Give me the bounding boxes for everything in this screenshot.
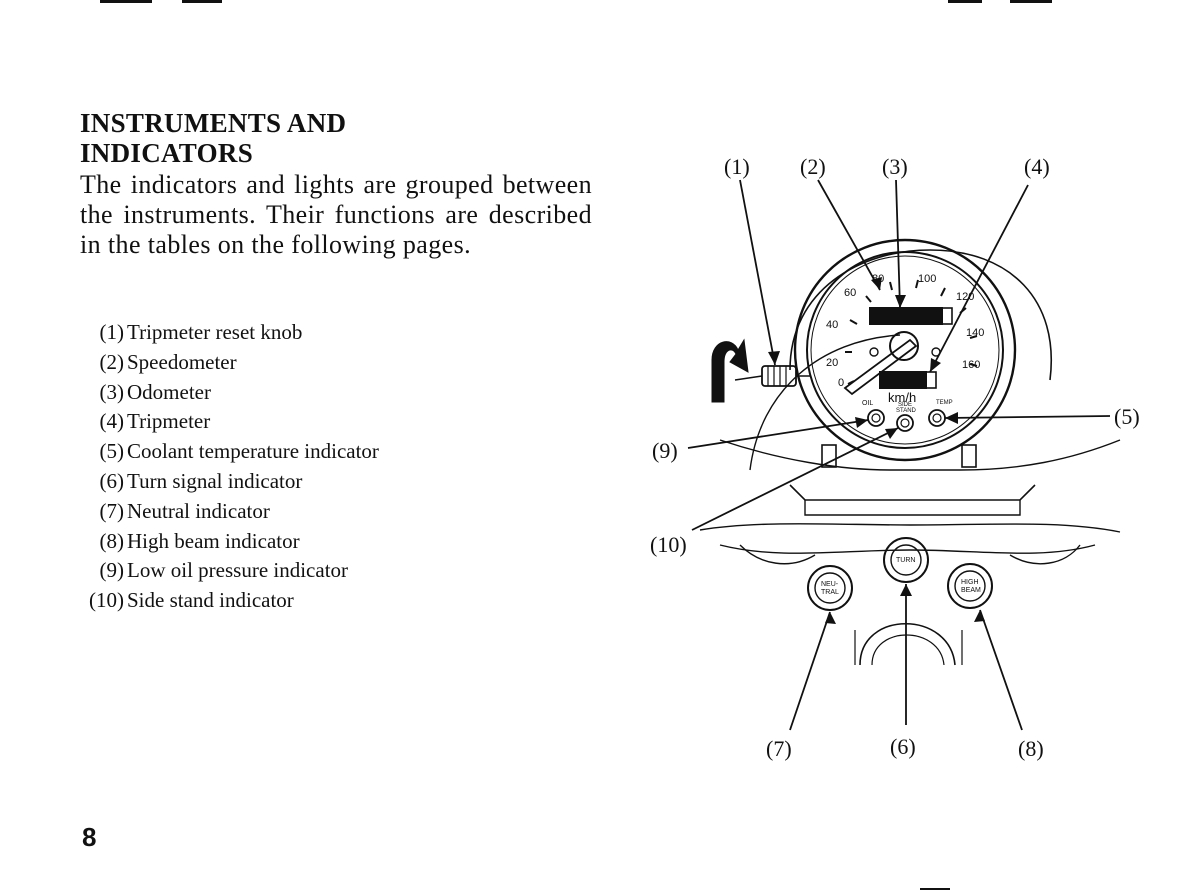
legend-number: (2) bbox=[99, 349, 125, 374]
instrument-diagram: 0 20 40 60 80 100 120 140 160 km/h OIL S… bbox=[640, 140, 1180, 780]
dial-label-160: 160 bbox=[962, 359, 980, 371]
legend-number: (8) bbox=[99, 528, 125, 553]
dial-label-80: 80 bbox=[872, 273, 884, 285]
legend-item: (8)High beam indicator bbox=[80, 527, 600, 557]
callout-10: (10) bbox=[650, 532, 687, 557]
legend-number: (4) bbox=[99, 409, 125, 434]
legend-number: (7) bbox=[99, 498, 125, 523]
legend-item: (3)Odometer bbox=[80, 378, 600, 408]
legend-item: (5)Coolant temperature indicator bbox=[80, 437, 600, 467]
dial-label-0: 0 bbox=[838, 377, 844, 389]
arrowheads bbox=[768, 277, 985, 624]
diagram-linework bbox=[699, 238, 1121, 666]
legend-item: (9)Low oil pressure indicator bbox=[80, 556, 600, 586]
page-number: 8 bbox=[82, 822, 97, 852]
callout-8: (8) bbox=[1018, 736, 1044, 761]
high-beam-lamp-label-2: BEAM bbox=[961, 587, 981, 594]
temp-lamp-label: TEMP bbox=[936, 400, 953, 406]
leader-lines bbox=[687, 179, 1111, 731]
instrument-diagram-svg: 0 20 40 60 80 100 120 140 160 km/h OIL S… bbox=[650, 154, 1140, 761]
section-heading-line1: INSTRUMENTS AND bbox=[80, 108, 347, 138]
callout-9: (9) bbox=[652, 438, 678, 463]
top-edge-mark bbox=[1010, 0, 1052, 3]
legend-label: Turn signal indicator bbox=[127, 468, 303, 493]
callout-5: (5) bbox=[1114, 404, 1140, 429]
legend-number: (6) bbox=[99, 468, 125, 493]
legend-item: (7)Neutral indicator bbox=[80, 497, 600, 527]
legend-label: Odometer bbox=[127, 379, 211, 404]
intro-paragraph: The indicators and lights are grouped be… bbox=[80, 170, 592, 259]
dial-label-20: 20 bbox=[826, 357, 838, 369]
legend-label: High beam indicator bbox=[127, 528, 300, 553]
section-heading: INSTRUMENTS AND INDICATORS bbox=[80, 108, 600, 168]
legend-number: (10) bbox=[89, 588, 124, 613]
dial-label-100: 100 bbox=[918, 273, 936, 285]
section-heading-line2: INDICATORS bbox=[80, 138, 254, 168]
legend-item: (4)Tripmeter bbox=[80, 407, 600, 437]
callout-7: (7) bbox=[766, 736, 792, 761]
legend-item: (6)Turn signal indicator bbox=[80, 467, 600, 497]
top-edge-mark bbox=[100, 0, 152, 3]
legend-label: Tripmeter bbox=[127, 409, 211, 434]
dial-label-40: 40 bbox=[826, 319, 838, 331]
turn-lamp-label: TURN bbox=[896, 557, 915, 564]
component-legend: (1)Tripmeter reset knob (2)Speedometer (… bbox=[80, 318, 600, 616]
legend-label: Side stand indicator bbox=[127, 588, 294, 613]
dial-label-60: 60 bbox=[844, 287, 856, 299]
oil-lamp-label: OIL bbox=[862, 400, 873, 407]
legend-label: Low oil pressure indicator bbox=[127, 558, 349, 583]
side-lamp-label: SIDE bbox=[898, 402, 912, 408]
stand-lamp-label: STAND bbox=[896, 408, 917, 414]
legend-number: (9) bbox=[99, 558, 125, 583]
callout-1: (1) bbox=[724, 154, 750, 179]
legend-label: Tripmeter reset knob bbox=[127, 320, 303, 344]
legend-item: (10)Side stand indicator bbox=[80, 586, 600, 616]
callout-4: (4) bbox=[1024, 154, 1050, 179]
callout-3: (3) bbox=[882, 154, 908, 179]
callout-2: (2) bbox=[800, 154, 826, 179]
legend-label: Neutral indicator bbox=[127, 498, 270, 523]
dial-label-120: 120 bbox=[956, 291, 974, 303]
bottom-edge-mark bbox=[920, 888, 950, 890]
callout-6: (6) bbox=[890, 734, 916, 759]
dial-label-140: 140 bbox=[966, 327, 984, 339]
speed-unit-label: km/h bbox=[888, 390, 916, 405]
top-edge-mark bbox=[948, 0, 982, 3]
legend-number: (3) bbox=[99, 379, 125, 404]
legend-number: (1) bbox=[99, 320, 125, 344]
legend-label: Speedometer bbox=[127, 349, 237, 374]
top-edge-mark bbox=[182, 0, 222, 3]
neutral-lamp-label-1: NEU- bbox=[821, 581, 839, 588]
high-beam-lamp-label-1: HIGH bbox=[961, 579, 979, 586]
neutral-lamp-label-2: TRAL bbox=[821, 589, 839, 596]
legend-item: (1)Tripmeter reset knob bbox=[80, 318, 600, 348]
legend-label: Coolant temperature indicator bbox=[127, 439, 379, 464]
legend-item: (2)Speedometer bbox=[80, 348, 600, 378]
legend-number: (5) bbox=[99, 439, 125, 464]
